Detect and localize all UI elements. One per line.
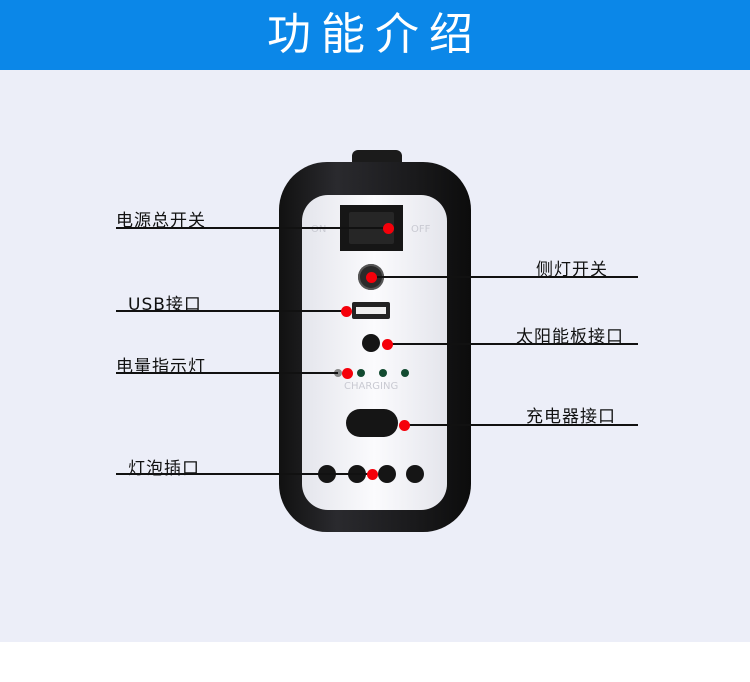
led-indicator bbox=[379, 369, 387, 377]
callout-line bbox=[116, 227, 387, 229]
callout-line bbox=[116, 372, 338, 374]
bulb-port bbox=[378, 465, 396, 483]
marker-dot bbox=[367, 469, 378, 480]
marker-dot bbox=[342, 368, 353, 379]
marker-dot bbox=[382, 339, 393, 350]
callout-line bbox=[371, 276, 638, 278]
led-indicator bbox=[357, 369, 365, 377]
callout-line bbox=[387, 343, 638, 345]
switch-off-text: OFF bbox=[411, 224, 431, 235]
label-solar-panel-port: 太阳能板接口 bbox=[516, 327, 624, 347]
charger-socket bbox=[346, 409, 398, 437]
label-main-switch: 电源总开关 bbox=[116, 211, 206, 231]
led-indicator bbox=[334, 369, 342, 377]
callout-line bbox=[116, 473, 372, 475]
led-indicator bbox=[401, 369, 409, 377]
solar-jack bbox=[362, 334, 380, 352]
bulb-port bbox=[406, 465, 424, 483]
switch-on-text: ON bbox=[311, 224, 327, 235]
callout-line bbox=[404, 424, 638, 426]
page-title: 功能介绍 bbox=[0, 0, 750, 70]
usb-port-inner bbox=[356, 307, 386, 314]
marker-dot bbox=[366, 272, 377, 283]
label-bulb-ports: 灯泡插口 bbox=[128, 459, 200, 479]
label-side-light-switch: 侧灯开关 bbox=[536, 260, 608, 280]
label-charger-port: 充电器接口 bbox=[526, 407, 616, 427]
marker-dot bbox=[383, 223, 394, 234]
charging-text: CHARGING bbox=[344, 381, 399, 392]
callout-line bbox=[116, 310, 346, 312]
marker-dot bbox=[341, 306, 352, 317]
marker-dot bbox=[399, 420, 410, 431]
